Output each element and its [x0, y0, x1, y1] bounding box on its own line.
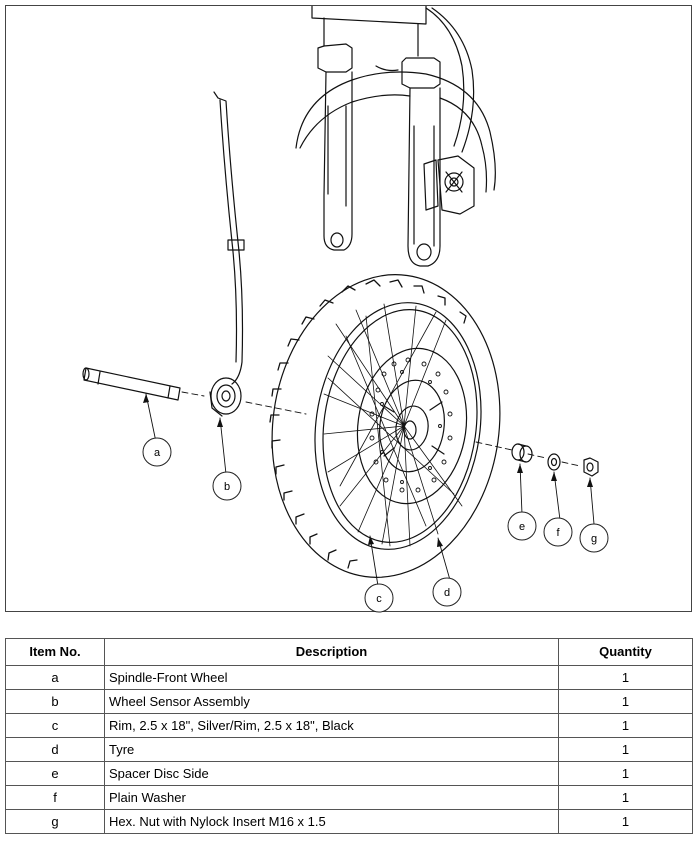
table-row: f Plain Washer 1: [5, 785, 693, 810]
front-fork: [295, 6, 496, 267]
cell-description: Wheel Sensor Assembly: [104, 689, 559, 714]
header-quantity: Quantity: [558, 638, 693, 666]
table-row: a Spindle-Front Wheel 1: [5, 665, 693, 690]
cell-description: Plain Washer: [104, 785, 559, 810]
cell-quantity: 1: [558, 713, 693, 738]
table-row: d Tyre 1: [5, 737, 693, 762]
callout-d: d: [432, 577, 462, 607]
spacer-disc-side: [511, 443, 533, 463]
cell-item: b: [5, 689, 105, 714]
cell-quantity: 1: [558, 809, 693, 834]
wheel-and-tyre: [269, 274, 501, 578]
callout-label-d: d: [444, 587, 450, 599]
callout-label-g: g: [591, 533, 597, 545]
sensor-cable: [213, 91, 245, 385]
cell-quantity: 1: [558, 689, 693, 714]
callout-f: f: [543, 517, 573, 547]
cell-quantity: 1: [558, 761, 693, 786]
callout-g: g: [579, 523, 609, 553]
table-row: b Wheel Sensor Assembly 1: [5, 689, 693, 714]
cell-quantity: 1: [558, 665, 693, 690]
table-row: c Rim, 2.5 x 18", Silver/Rim, 2.5 x 18",…: [5, 713, 693, 738]
parts-list-table: Item No. Description Quantity a Spindle-…: [5, 638, 693, 834]
exploded-view-diagram: a b c d e f g: [5, 5, 692, 613]
callout-label-f: f: [556, 527, 560, 539]
callout-label-e: e: [519, 521, 525, 533]
cell-item: a: [5, 665, 105, 690]
cell-item: d: [5, 737, 105, 762]
callout-b: b: [212, 471, 242, 501]
cell-description: Rim, 2.5 x 18", Silver/Rim, 2.5 x 18", B…: [104, 713, 559, 738]
cell-quantity: 1: [558, 737, 693, 762]
cell-description: Hex. Nut with Nylock Insert M16 x 1.5: [104, 809, 559, 834]
plain-washer: [547, 453, 561, 471]
wheel-sensor-assembly: [209, 377, 242, 417]
cell-quantity: 1: [558, 785, 693, 810]
table-row: g Hex. Nut with Nylock Insert M16 x 1.5 …: [5, 809, 693, 834]
cell-item: f: [5, 785, 105, 810]
header-item-no: Item No.: [5, 638, 105, 666]
callout-e: e: [507, 511, 537, 541]
spindle-front-wheel: [82, 367, 181, 401]
cell-description: Spacer Disc Side: [104, 761, 559, 786]
leader-arrowheads: [143, 394, 593, 547]
table-row: e Spacer Disc Side 1: [5, 761, 693, 786]
cell-description: Spindle-Front Wheel: [104, 665, 559, 690]
callout-label-a: a: [154, 447, 161, 459]
cell-item: e: [5, 761, 105, 786]
callout-c: c: [364, 583, 394, 613]
cell-item: c: [5, 713, 105, 738]
table-header-row: Item No. Description Quantity: [5, 638, 693, 666]
hex-nut: [583, 457, 599, 477]
front-wheel-assembly-drawing: a b c d e f g: [82, 6, 609, 613]
callout-label-c: c: [376, 593, 382, 605]
cell-item: g: [5, 809, 105, 834]
cell-description: Tyre: [104, 737, 559, 762]
header-description: Description: [104, 638, 559, 666]
callout-label-b: b: [224, 481, 230, 493]
callout-a: a: [142, 437, 172, 467]
